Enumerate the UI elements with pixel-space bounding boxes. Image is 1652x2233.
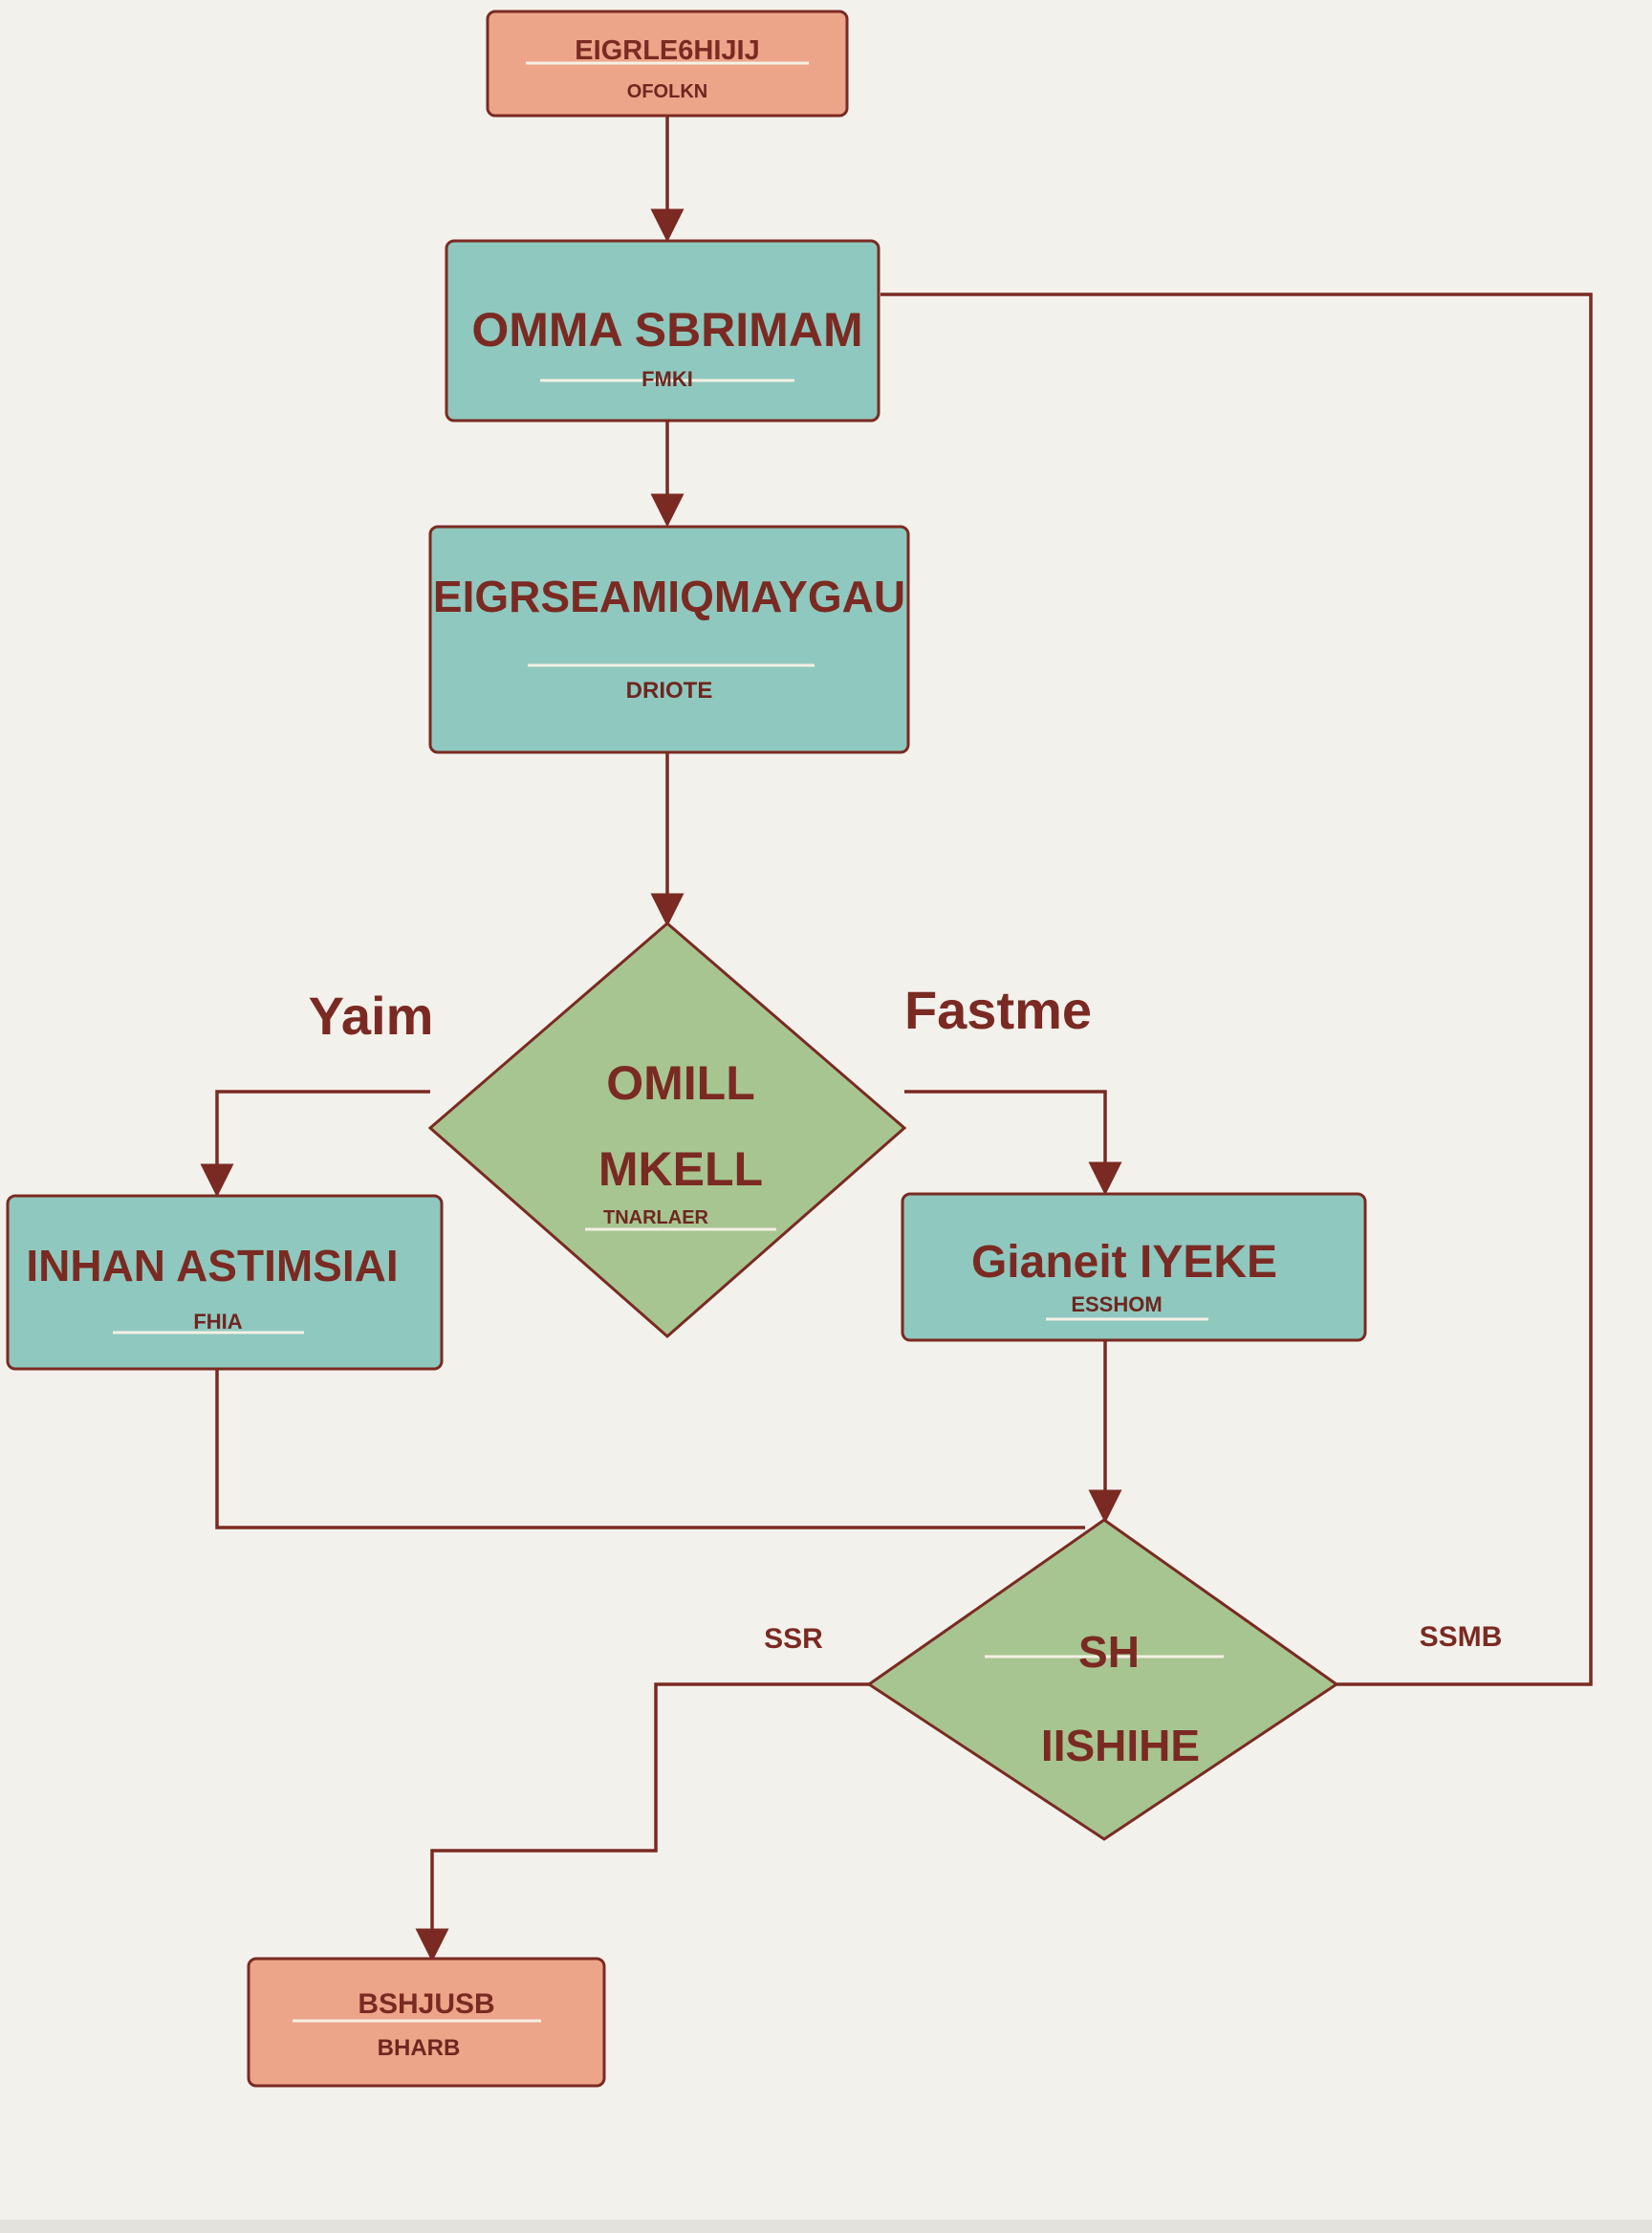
bottom-edge-band	[0, 2220, 1652, 2233]
decision-node-2-title: SH	[1078, 1627, 1140, 1677]
process-node-1[interactable]: OMMA SBRIMAM FMKI	[445, 239, 880, 423]
decision-1-yes-label: Yaim	[309, 986, 434, 1046]
process-node-right-box	[901, 1192, 1367, 1342]
process-node-1-subtitle: FMKI	[641, 367, 693, 391]
end-node-subtitle: BHARB	[378, 2035, 461, 2061]
decision-node-2-title-2: IISHIHE	[1041, 1721, 1200, 1770]
decision-2-left-label: SSR	[764, 1623, 823, 1655]
decision-node-1-title: OMILL	[606, 1056, 755, 1110]
connector-decision-1-no-branch	[904, 1090, 1122, 1196]
process-node-right-title: Gianeit IYEKE	[971, 1237, 1277, 1288]
start-node[interactable]: EIGRLE6HIJIJ OFOLKN	[486, 10, 849, 118]
decision-node-1-subtitle: TNARLAER	[603, 1207, 709, 1228]
end-node[interactable]: BSHJUSB BHARB	[247, 1957, 606, 2088]
connector-decision-1-yes-branch	[200, 1090, 430, 1198]
process-node-2[interactable]: EIGRSEAMIQMAYGAU DRIOTE	[428, 525, 910, 754]
decision-node-2[interactable]: SH IISHIHE	[866, 1518, 1339, 1841]
process-node-1-box	[445, 239, 880, 423]
decision-2-right-label: SSMB	[1420, 1621, 1503, 1653]
process-node-2-box	[428, 525, 910, 754]
decision-node-1[interactable]: OMILL MKELL TNARLAER	[427, 921, 907, 1338]
connectors	[200, 116, 1593, 1962]
decision-1-no-label: Fastme	[904, 980, 1092, 1040]
decision-node-1-title-2: MKELL	[598, 1142, 763, 1196]
process-node-1-title: OMMA SBRIMAM	[471, 303, 862, 357]
process-node-left[interactable]: INHAN ASTIMSIAI FHIA	[6, 1194, 444, 1371]
decision-node-1-diamond	[427, 921, 907, 1338]
start-node-subtitle: OFOLKN	[627, 81, 707, 102]
connector-decision-2-loop-back	[880, 293, 1593, 1686]
connector-decision-2-to-end	[415, 1682, 869, 1962]
process-node-left-title: INHAN ASTIMSIAI	[26, 1241, 398, 1290]
end-node-title: BSHJUSB	[358, 1988, 494, 2020]
process-node-right-subtitle: ESSHOM	[1071, 1292, 1162, 1316]
process-node-2-title: EIGRSEAMIQMAYGAU	[433, 572, 905, 621]
process-node-left-subtitle: FHIA	[193, 1310, 242, 1333]
start-node-title: EIGRLE6HIJIJ	[575, 35, 759, 66]
process-node-left-box	[6, 1194, 444, 1371]
connector-process-left-to-decision-2	[215, 1369, 1085, 1529]
decision-node-2-diamond	[866, 1518, 1339, 1841]
process-node-right[interactable]: Gianeit IYEKE ESSHOM	[901, 1192, 1367, 1342]
process-node-2-subtitle: DRIOTE	[626, 678, 713, 704]
